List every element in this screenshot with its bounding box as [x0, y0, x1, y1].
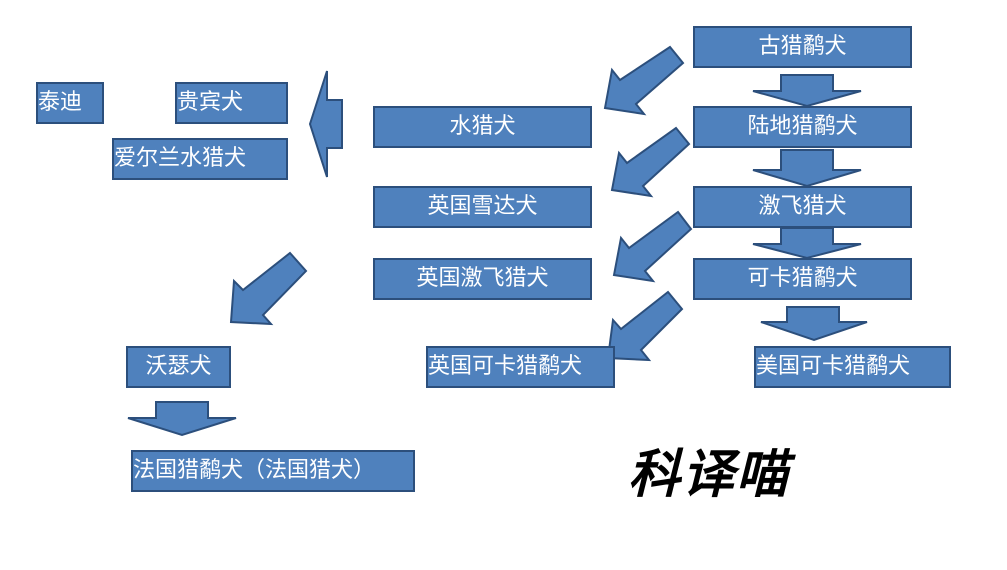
box-irish-water-spaniel: 爱尔兰水猎犬	[112, 138, 288, 180]
arrow-ancient-to-land	[752, 74, 862, 108]
arrow-to-woser	[229, 251, 308, 326]
box-cocker-spaniel: 可卡猎鹬犬	[693, 258, 912, 300]
box-english-setter: 英国雪达犬	[373, 186, 592, 228]
box-american-cocker-spaniel: 美国可卡猎鹬犬	[754, 346, 951, 388]
arrow-ancient-to-water	[603, 45, 685, 116]
box-land-spaniel: 陆地猎鹬犬	[693, 106, 912, 148]
box-ancient-spaniel: 古猎鹬犬	[693, 26, 912, 68]
box-poodle: 贵宾犬	[175, 82, 288, 124]
arrow-cocker-to-english-cocker	[606, 290, 684, 362]
arrow-springer-to-english-springer	[612, 210, 693, 283]
arrow-springer-to-cocker	[752, 227, 862, 260]
arrow-water-to-left-group	[308, 70, 343, 178]
box-french-spaniel: 法国猎鹬犬（法国猎犬）	[131, 450, 415, 492]
brand-logo-text: 科译喵	[628, 445, 791, 505]
arrow-land-to-springer	[752, 149, 862, 188]
arrow-cocker-to-american	[760, 306, 868, 342]
box-water-spaniel: 水猎犬	[373, 106, 592, 148]
box-english-cocker-spaniel: 英国可卡猎鹬犬	[426, 346, 615, 388]
box-springer-spaniel: 激飞猎犬	[693, 186, 912, 228]
box-woser: 沃瑟犬	[126, 346, 231, 388]
arrow-land-to-setter	[610, 126, 691, 198]
arrow-woser-to-french	[127, 401, 237, 437]
box-english-springer-spaniel: 英国激飞猎犬	[373, 258, 592, 300]
box-teddy: 泰迪	[36, 82, 104, 124]
